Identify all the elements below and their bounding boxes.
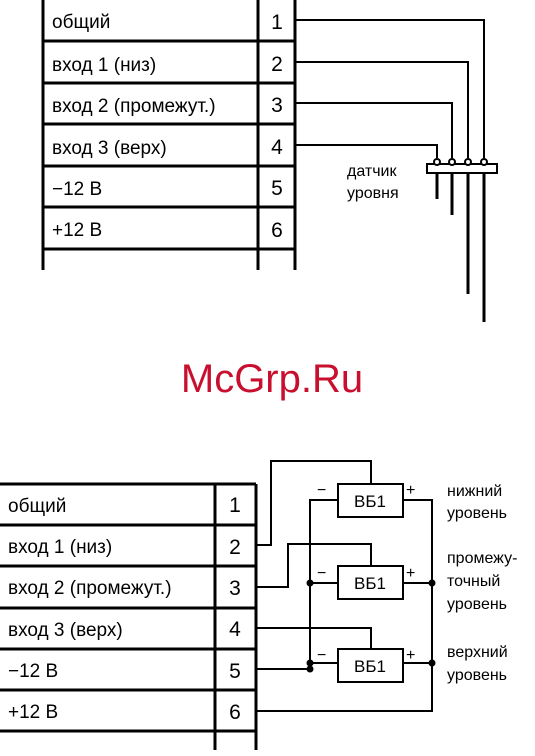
level-3-line1: верхний (447, 644, 508, 661)
sensor-label-line1: датчик (347, 163, 397, 180)
d2-row-5-num: 5 (229, 660, 241, 683)
level-sensor (426, 158, 498, 322)
level-1-line1: нижний (447, 483, 502, 500)
terminal-table-1 (41, 0, 297, 270)
junction-dots (306, 579, 436, 673)
d1-row-1-label: общий (52, 12, 110, 33)
d1-row-6-num: 6 (271, 219, 283, 242)
sensor-box-1 (337, 483, 404, 518)
sensor-box-2 (337, 565, 404, 600)
d1-row-3-label: вход 2 (промежут.) (52, 96, 216, 117)
sensor-label-line2: уровня (347, 185, 399, 202)
d1-row-4-num: 4 (271, 136, 283, 159)
sensor-box-3 (337, 648, 404, 683)
plus-sign-1: + (406, 482, 415, 499)
d1-row-4-label: вход 3 (верх) (52, 138, 167, 159)
level-2-line1: промежу- (447, 550, 517, 567)
d1-wires (295, 19, 485, 158)
sensor-box-3-label: ВБ1 (354, 657, 386, 676)
d1-row-3-num: 3 (271, 94, 283, 117)
level-2-line2: точный (447, 573, 500, 590)
minus-sign-3: − (317, 647, 326, 664)
sensor-box-2-label: ВБ1 (354, 574, 386, 593)
d2-row-4-label: вход 3 (верх) (8, 620, 123, 641)
d2-row-2-num: 2 (229, 536, 241, 559)
d2-row-2-label: вход 1 (низ) (8, 537, 112, 558)
level-1-line2: уровень (447, 505, 507, 522)
d2-row-6-label: +12 В (8, 702, 58, 723)
sensor-box-1-label: ВБ1 (354, 492, 386, 511)
plus-sign-2: + (406, 565, 415, 582)
d1-row-6-label: +12 В (52, 220, 102, 241)
d2-wires (256, 460, 433, 712)
minus-sign-2: − (317, 565, 326, 582)
d2-row-6-num: 6 (229, 701, 241, 724)
level-3-line2: уровень (447, 667, 507, 684)
d2-row-1-num: 1 (229, 494, 241, 517)
d2-row-3-label: вход 2 (промежут.) (8, 578, 172, 599)
level-2-line3: уровень (447, 596, 507, 613)
minus-sign-1: − (317, 482, 326, 499)
d1-row-2-num: 2 (271, 53, 283, 76)
d1-row-2-label: вход 1 (низ) (52, 55, 156, 76)
d1-row-5-num: 5 (271, 177, 283, 200)
d1-row-5-label: −12 В (52, 179, 102, 200)
d1-row-1-num: 1 (271, 11, 283, 34)
d2-row-5-label: −12 В (8, 661, 58, 682)
watermark: McGrp.Ru (181, 357, 363, 401)
plus-sign-3: + (406, 647, 415, 664)
terminal-table-2 (0, 482, 258, 750)
d2-row-1-label: общий (8, 496, 66, 517)
d2-row-4-num: 4 (229, 618, 241, 641)
d2-row-3-num: 3 (229, 577, 241, 600)
